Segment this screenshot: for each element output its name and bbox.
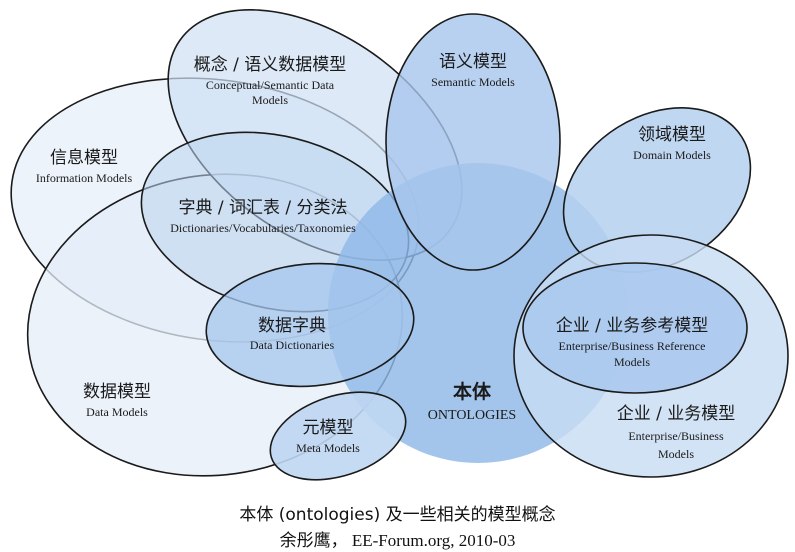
dictionaries-label-en: Dictionaries/Vocabularies/Taxonomies xyxy=(170,221,356,235)
meta-models-label-en: Meta Models xyxy=(296,441,360,455)
enterprise-business-label-en-line2: Models xyxy=(658,447,694,461)
information-label-en: Information Models xyxy=(36,171,133,185)
domain-label-zh: 领域模型 xyxy=(638,125,706,145)
information-label-zh: 信息模型 xyxy=(50,148,118,168)
semantic-models-ellipse xyxy=(385,13,561,271)
meta-models-ellipse xyxy=(269,391,407,481)
data-dictionaries-ellipse xyxy=(205,262,415,388)
enterprise-reference-label-en-line2: Models xyxy=(614,355,650,369)
enterprise-business-label-zh: 企业 / 业务模型 xyxy=(617,404,736,424)
semantic-label-en: Semantic Models xyxy=(431,75,515,89)
conceptual-label-en-line2: Models xyxy=(252,93,288,107)
enterprise-business-label-en-line1: Enterprise/Business xyxy=(628,429,724,443)
domain-label-en: Domain Models xyxy=(633,148,711,162)
enterprise-reference-label-zh: 企业 / 业务参考模型 xyxy=(556,316,709,336)
ontologies-label-zh: 本体 xyxy=(453,380,492,403)
conceptual-label-zh: 概念 / 语义数据模型 xyxy=(194,54,347,75)
data-dictionaries-label-zh: 数据字典 xyxy=(258,316,326,336)
caption-credit: 余彤鹰， EE-Forum.org, 2010-03 xyxy=(279,531,516,550)
dictionaries-label-zh: 字典 / 词汇表 / 分类法 xyxy=(178,198,347,218)
caption-title: 本体 (ontologies) 及一些相关的模型概念 xyxy=(239,505,556,525)
enterprise-reference-label-en-line1: Enterprise/Business Reference xyxy=(559,339,706,353)
data-models-label-zh: 数据模型 xyxy=(83,382,151,402)
semantic-label-zh: 语义模型 xyxy=(439,52,507,72)
meta-models-label-zh: 元模型 xyxy=(303,418,354,438)
data-dictionaries-label-en: Data Dictionaries xyxy=(250,338,335,352)
ontologies-label-en: ONTOLOGIES xyxy=(428,408,516,423)
data-models-label-en: Data Models xyxy=(86,405,148,419)
enterprise-reference-models-ellipse xyxy=(522,262,748,394)
conceptual-label-en-line1: Conceptual/Semantic Data xyxy=(206,78,335,92)
